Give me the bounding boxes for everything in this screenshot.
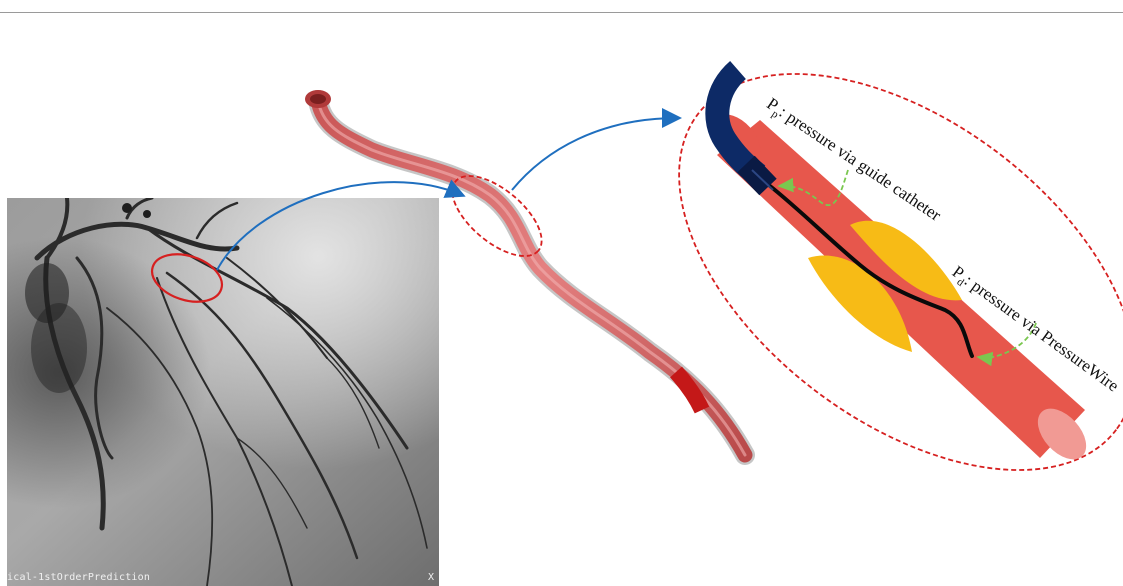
arrow-angiogram-to-vessel [217, 182, 462, 270]
angiogram-stenosis-circle [146, 246, 228, 310]
arrow-vessel-to-detail [512, 118, 678, 190]
vessel-dark-segment [676, 372, 702, 410]
detail-artery [707, 70, 1095, 468]
reconstructed-vessel [305, 90, 745, 455]
